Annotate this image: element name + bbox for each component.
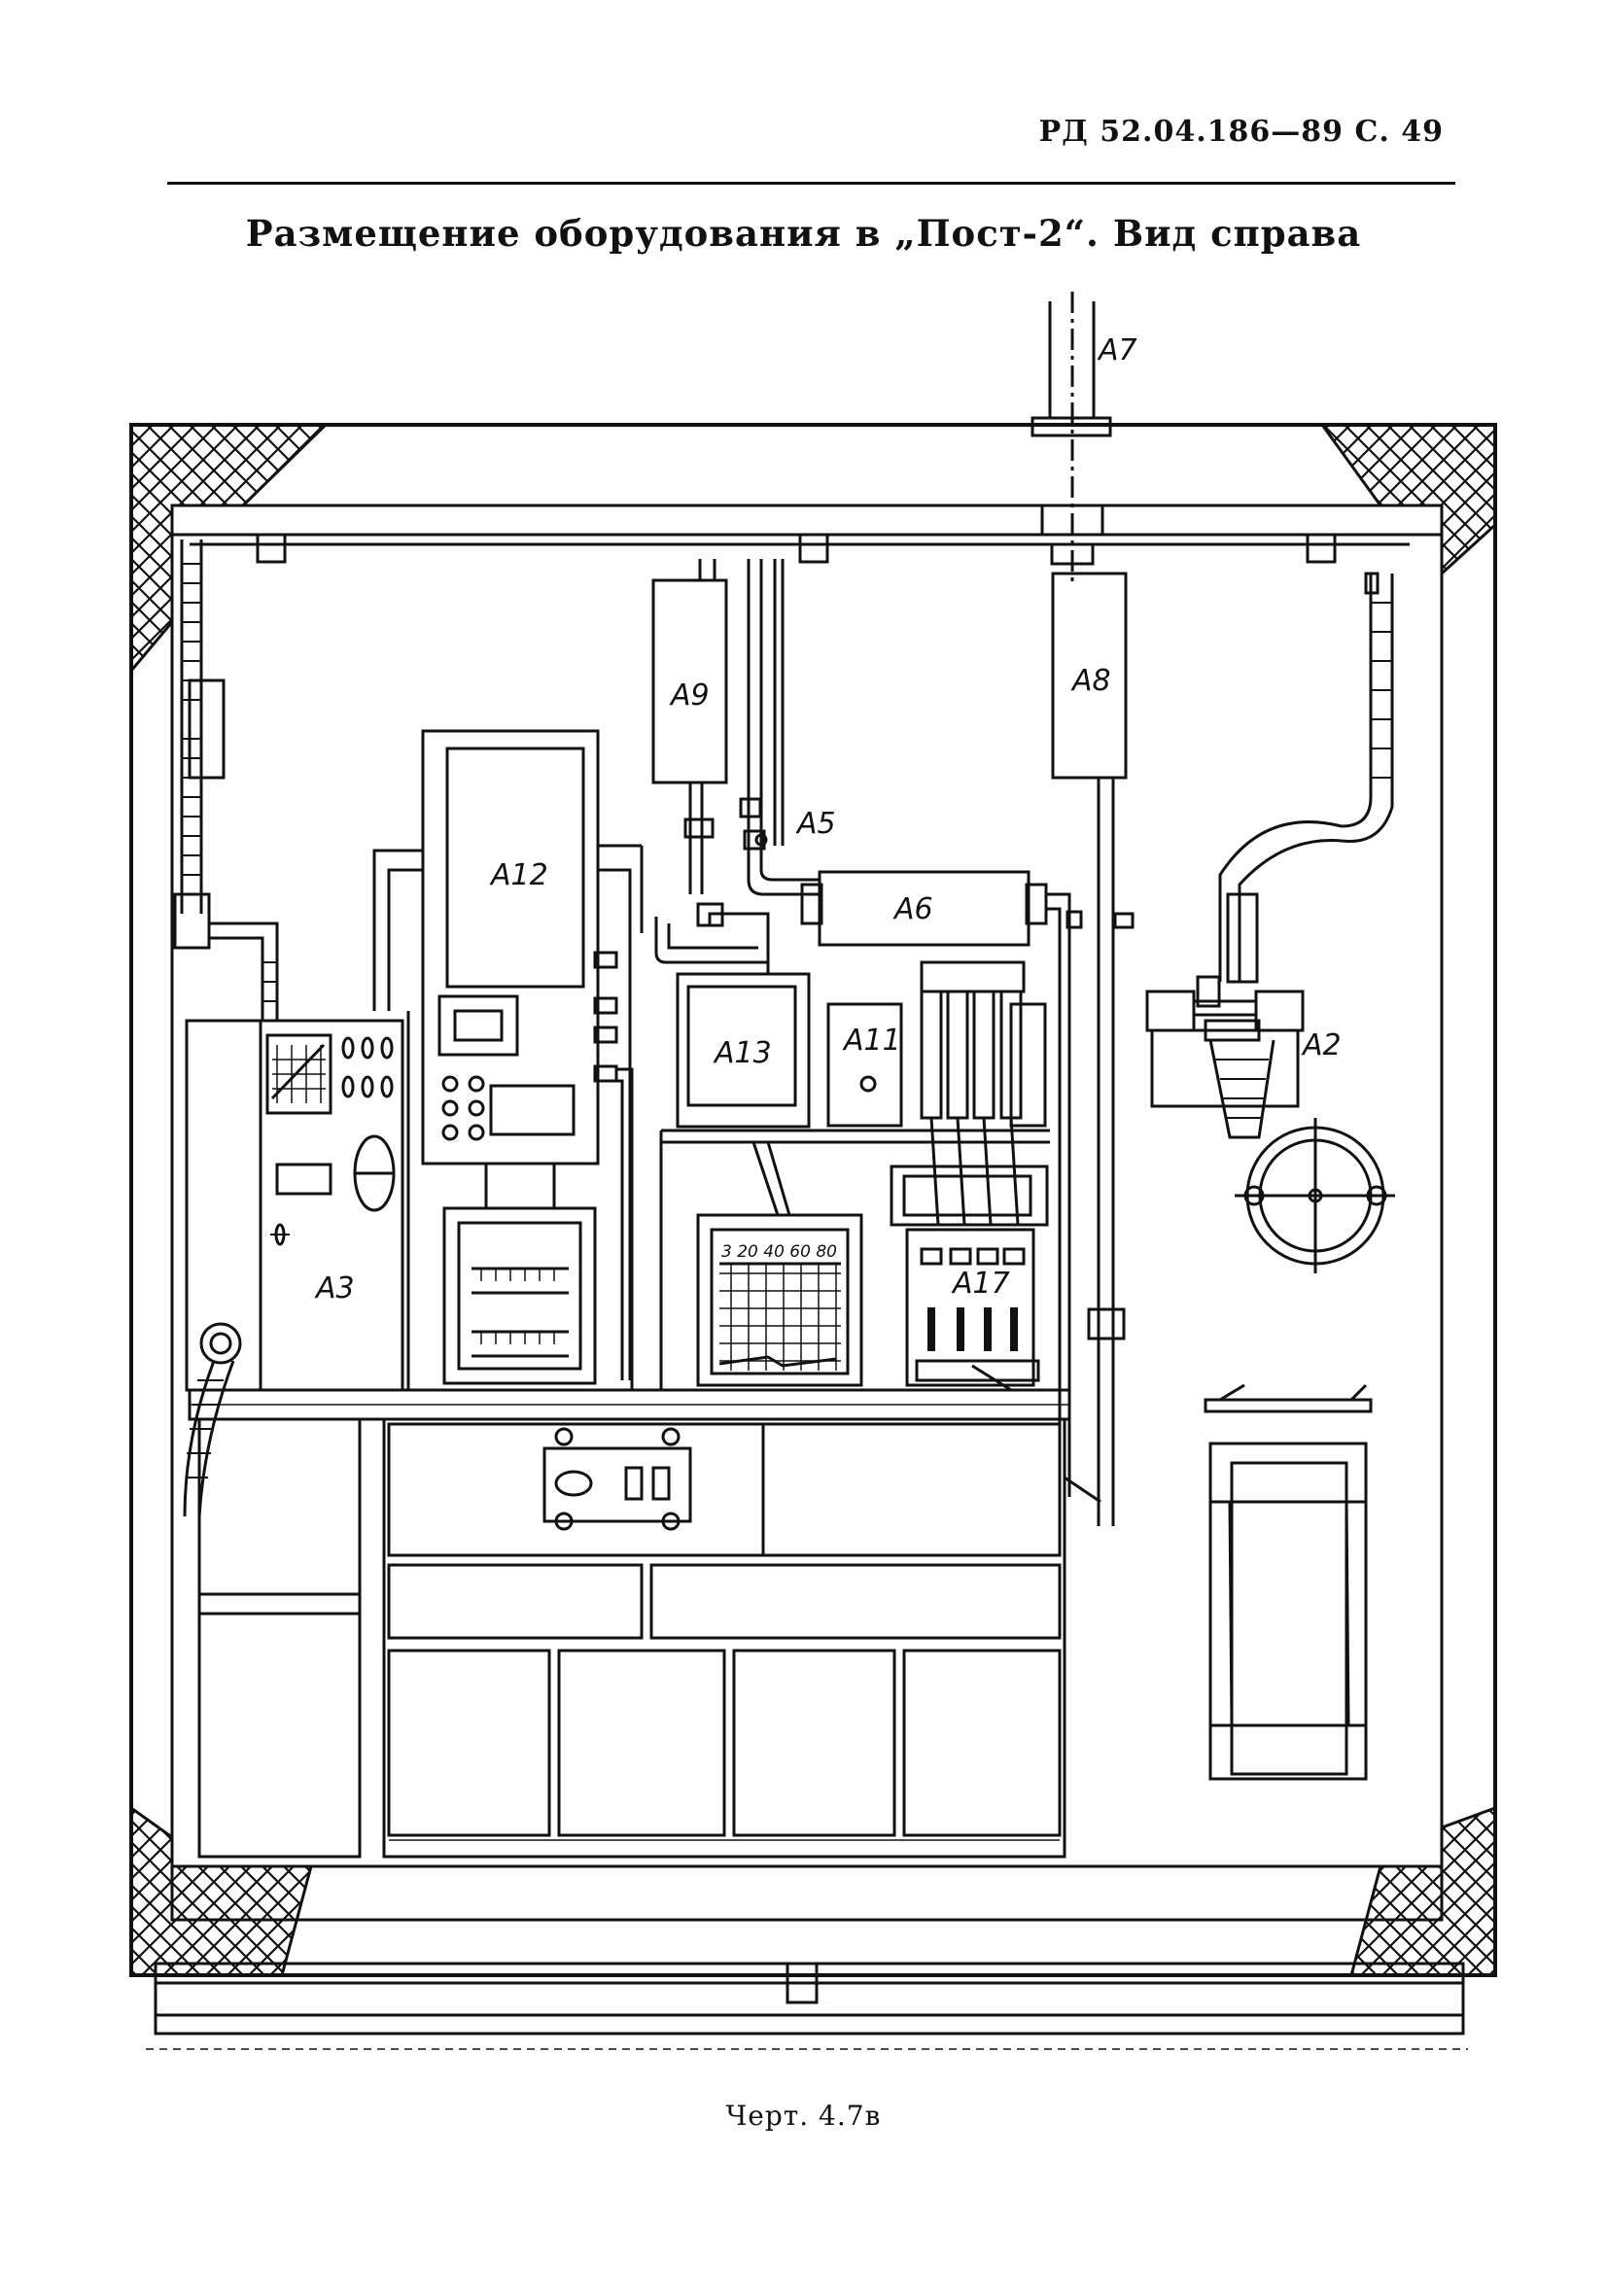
header-rule: [167, 182, 1455, 185]
label-a6: A6: [892, 892, 933, 926]
chart-recorder: [696, 1213, 863, 1387]
label-a8: A8: [1070, 664, 1111, 698]
label-a17: A17: [951, 1267, 1010, 1301]
wall-bracket: [1208, 1442, 1368, 1781]
unit-a11: [826, 1002, 903, 1128]
power-panel: [406, 1011, 634, 1390]
control-plate: [542, 1427, 692, 1531]
label-a12: A12: [489, 858, 548, 892]
left-cable-tray: [173, 539, 279, 1021]
label-a5: A5: [795, 807, 836, 841]
right-cable-tray: [1218, 572, 1394, 982]
unit-a12: [372, 729, 644, 1380]
figure-caption: Черт. 4.7в: [725, 2100, 882, 2132]
unit-a2: [1145, 892, 1395, 1273]
label-a9: A9: [669, 678, 710, 713]
figure-title: Размещение оборудования в „Пост-2“. Вид …: [245, 212, 1362, 255]
base-frame: [146, 1962, 1468, 2050]
label-a13: A13: [713, 1036, 772, 1070]
enclosure-walls: [129, 423, 1497, 1977]
label-a3: A3: [314, 1271, 355, 1305]
document-code: РД 52.04.186—89 С. 49: [1038, 115, 1444, 149]
unit-a8: [1051, 572, 1128, 780]
equipment-layout-drawing: A7 A9: [129, 292, 1497, 2050]
unit-a13: [676, 972, 811, 1129]
unit-a6: [818, 870, 1031, 947]
desk-structure: [188, 1388, 1071, 1859]
label-a11: A11: [842, 1024, 901, 1058]
label-a7: A7: [1097, 333, 1137, 367]
recorder-scale: 3 20 40 60 80: [721, 1242, 837, 1262]
label-a2: A2: [1301, 1028, 1342, 1062]
unit-a17: [890, 960, 1049, 1392]
